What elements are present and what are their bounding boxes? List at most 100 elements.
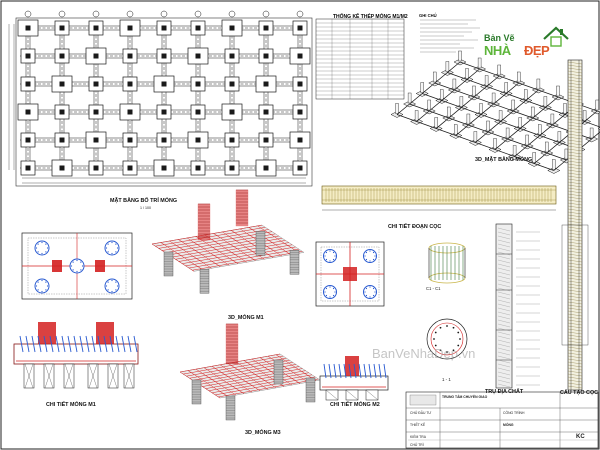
mesh-bar xyxy=(202,368,303,387)
soil-hatch-line xyxy=(497,371,511,376)
pile-stirrup xyxy=(567,319,583,323)
pile-structure xyxy=(561,59,589,391)
column xyxy=(59,165,65,171)
soil-hatch-line xyxy=(497,283,511,288)
column xyxy=(93,53,99,59)
tb-row-0: CHỦ ĐẦU TƯ xyxy=(410,411,432,415)
pile-stirrup xyxy=(567,307,583,311)
dowel-bar xyxy=(31,335,36,353)
pile-stirrup xyxy=(567,250,583,254)
steel-table xyxy=(315,18,405,100)
pile-bar xyxy=(325,258,328,261)
pile-stirrup xyxy=(567,121,583,125)
pile-stirrup xyxy=(567,301,583,305)
iso-column xyxy=(477,57,482,69)
section-bar xyxy=(434,344,437,347)
pile-bar xyxy=(105,285,108,287)
mesh-bar xyxy=(195,236,239,264)
iso-column xyxy=(512,145,517,156)
pile-bar xyxy=(325,251,328,254)
pile-stirrup xyxy=(567,169,583,173)
soil-hatch-line xyxy=(497,259,511,264)
pile-cross xyxy=(24,363,34,389)
pile-stirrup xyxy=(567,373,583,377)
m2-detail-title: CHI TIẾT MÓNG M2 xyxy=(330,402,380,408)
iso-column xyxy=(434,117,438,128)
iso-beam xyxy=(533,110,598,164)
column xyxy=(263,25,269,31)
iso-beam xyxy=(455,82,520,136)
pile-stirrup xyxy=(567,352,583,356)
column xyxy=(263,81,269,87)
soil-column-title: TRỤ ĐỊA CHẤT xyxy=(485,389,524,395)
dowel-bar xyxy=(378,363,382,379)
mesh-bar xyxy=(203,367,245,394)
iso-column xyxy=(414,110,419,121)
pile-bar xyxy=(41,241,43,244)
column xyxy=(127,81,133,87)
mesh-bar xyxy=(215,376,316,396)
pile-stirrup xyxy=(567,193,583,197)
pile-stirrup xyxy=(567,241,583,245)
pile-stirrup xyxy=(567,82,583,86)
mesh-bar xyxy=(211,374,313,394)
pile-stirrup xyxy=(567,205,583,209)
pile-bar xyxy=(324,291,326,293)
dowel-bar xyxy=(127,335,132,353)
pile-stirrup xyxy=(567,346,583,350)
dowel-bar xyxy=(363,363,367,379)
pile-bar xyxy=(374,291,376,293)
pile-bar xyxy=(369,296,371,298)
pile-stirrup xyxy=(567,85,583,89)
dowel-bar xyxy=(373,363,377,379)
soil-hatch-line xyxy=(497,231,511,236)
pile-stirrup xyxy=(567,160,583,164)
pile-stirrup xyxy=(567,292,583,296)
mesh-bar xyxy=(178,242,289,262)
soil-hatch-line xyxy=(497,347,511,352)
pile-stirrup xyxy=(567,112,583,116)
tb-company: TRUNG TÂM CHUYỂN GIAO xyxy=(442,395,488,399)
soil-column xyxy=(495,223,540,389)
pile-stirrup xyxy=(567,208,583,212)
table-title: THỐNG KÊ THÉP MÓNG M1/M2 xyxy=(333,14,408,20)
iso-column xyxy=(493,138,497,149)
dowel-bar xyxy=(43,335,48,353)
column xyxy=(161,165,167,171)
iso-column xyxy=(536,78,541,90)
pile-stirrup xyxy=(567,214,583,218)
pile-bar xyxy=(369,260,371,262)
soil-hatch-line xyxy=(497,295,511,300)
iso-beam xyxy=(435,75,500,129)
mesh-bar xyxy=(211,366,253,393)
pile-bar xyxy=(37,243,39,245)
m1-detail-title: CHI TIẾT MÓNG M1 xyxy=(46,402,96,408)
iso-column xyxy=(517,71,521,83)
pile-cross xyxy=(124,363,134,389)
iso-column xyxy=(407,92,412,104)
pile-stirrup xyxy=(567,226,583,230)
mesh-bar xyxy=(183,355,284,375)
dowel-bar xyxy=(25,335,30,353)
section-bar xyxy=(452,326,455,329)
mesh-bar xyxy=(235,361,277,389)
soil-hatch-line xyxy=(497,331,511,336)
mesh-bar xyxy=(208,372,309,391)
pile-stirrup xyxy=(567,268,583,272)
foundation-plan xyxy=(8,10,313,187)
pile-stirrup xyxy=(567,61,583,65)
mesh-bar xyxy=(155,227,266,247)
soil-hatch-line xyxy=(497,243,511,248)
column xyxy=(229,109,235,115)
pile-stirrup xyxy=(567,148,583,152)
dowel-bar xyxy=(133,335,138,353)
iso-column xyxy=(525,134,529,146)
iso-column xyxy=(433,71,437,83)
axis-bubble xyxy=(58,10,66,18)
pile-stirrup xyxy=(567,313,583,317)
pile-stirrup xyxy=(567,142,583,146)
section-bar xyxy=(446,325,448,327)
mesh-bar xyxy=(178,239,221,267)
iso-column xyxy=(497,64,501,76)
